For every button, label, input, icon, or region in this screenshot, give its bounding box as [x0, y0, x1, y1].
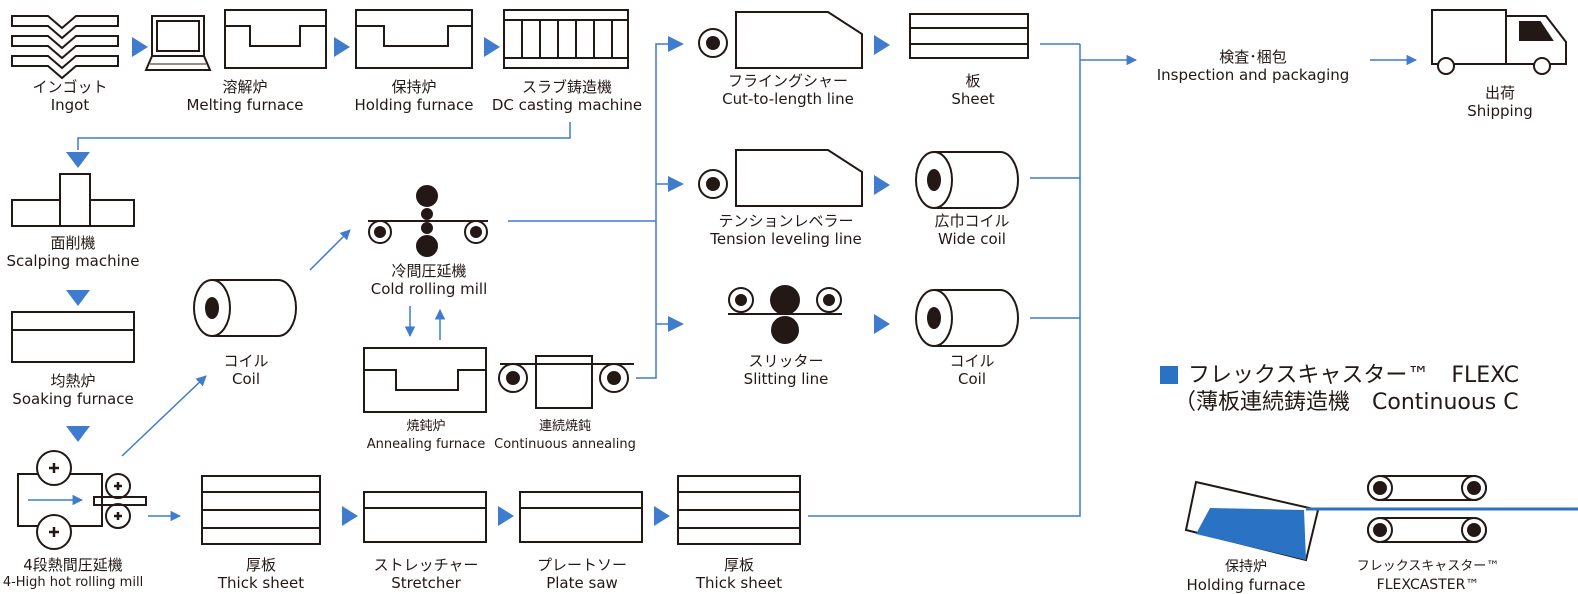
plate-saw-icon: [519, 491, 643, 543]
thick-sheet-icon: [677, 475, 801, 545]
plus-icon: [49, 463, 122, 537]
arrowhead: [668, 36, 684, 52]
wide-coil-icon: [915, 151, 1019, 209]
connector-line: [77, 122, 571, 150]
sheet-icon: [909, 13, 1029, 59]
continuous-annealing-icon: [498, 355, 634, 409]
hot-rolling-mill-icon: [17, 450, 147, 550]
cold-rolling-mill-icon: [368, 185, 488, 257]
arrowhead: [66, 290, 90, 306]
arrowhead: [874, 35, 890, 55]
connector-arrow: [121, 375, 207, 457]
cut-to-length-icon: [698, 11, 863, 69]
dc-casting-icon: [503, 9, 629, 69]
flexcaster-icon: [1367, 475, 1487, 543]
coil-icon: [193, 279, 297, 337]
connector-line: [636, 43, 670, 379]
connector-arrow: [309, 229, 351, 271]
arrowhead: [484, 37, 500, 57]
soaking-furnace-icon: [11, 311, 135, 363]
tension-leveler-icon: [698, 149, 863, 207]
coil-icon: [915, 289, 1019, 347]
arrowhead: [66, 426, 90, 442]
slitter-icon: [728, 285, 842, 344]
arrowhead: [334, 37, 350, 57]
arrowhead: [132, 37, 148, 57]
scalping-machine-icon: [11, 173, 135, 227]
melting-furnace-icon: [224, 9, 327, 69]
ingot-icon: [11, 15, 119, 80]
arrowhead: [668, 316, 684, 332]
truck-icon: [1431, 9, 1567, 75]
section-square-icon: [1160, 366, 1178, 384]
stretcher-icon: [363, 491, 487, 543]
laptop-icon: [144, 15, 212, 71]
arrowhead: [668, 176, 684, 192]
holding-furnace-icon: [355, 9, 473, 69]
arrowhead: [874, 314, 890, 334]
arrowhead: [66, 152, 90, 168]
arrowhead: [874, 175, 890, 195]
arrowhead: [498, 506, 514, 526]
connector-line: [808, 43, 1081, 517]
flexcaster-section-title: フレックスキャスター™ FLEXC （薄板連続鋳造機 Continuous C: [1160, 362, 1519, 416]
annealing-furnace-icon: [363, 347, 487, 413]
arrowhead: [342, 506, 358, 526]
holding-furnace-tilted-icon: [1184, 480, 1320, 562]
arrowhead: [654, 506, 670, 526]
thick-sheet-icon: [201, 475, 321, 545]
